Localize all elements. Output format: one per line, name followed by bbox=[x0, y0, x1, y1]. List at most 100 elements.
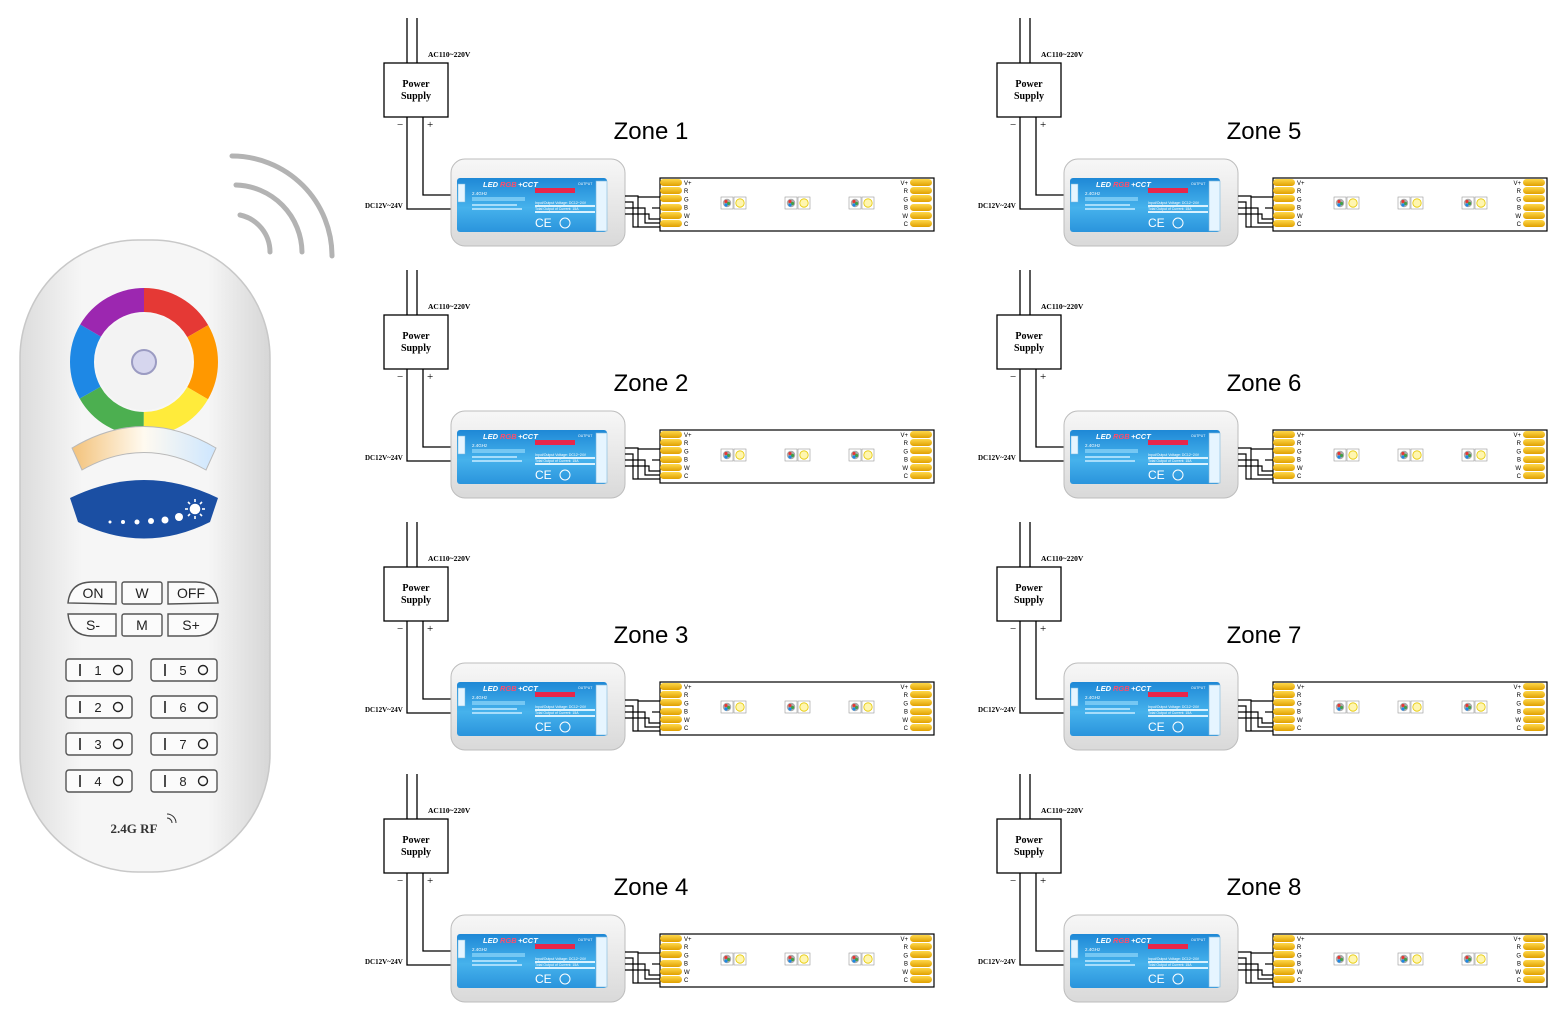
power-supply-label: Supply bbox=[1014, 847, 1044, 858]
zone-key-8[interactable]: 8 bbox=[150, 769, 218, 793]
strip-pin-label: B bbox=[1297, 710, 1301, 716]
strip-pin-label: B bbox=[1297, 206, 1301, 212]
speed-down-button[interactable]: S- bbox=[67, 613, 117, 637]
strip-pin-label: G bbox=[684, 449, 689, 455]
negative-terminal-label: − bbox=[397, 371, 403, 383]
strip-pin-label: W bbox=[1297, 214, 1303, 220]
color-temperature-slider[interactable] bbox=[71, 426, 217, 471]
power-supply-label: Supply bbox=[401, 91, 431, 102]
strip-pin-label: G bbox=[684, 197, 689, 203]
zone-title: Zone 4 bbox=[614, 874, 689, 901]
controller-frequency: 2.4GHz bbox=[472, 443, 488, 448]
off-circle-icon bbox=[112, 701, 124, 713]
zone-key-4[interactable]: 4 bbox=[65, 769, 133, 793]
strip-pin-label: V+ bbox=[900, 433, 908, 439]
zone-key-3[interactable]: 3 bbox=[65, 732, 133, 756]
dc-output-label: DC12V~24V bbox=[365, 706, 403, 714]
mode-button[interactable]: M bbox=[121, 613, 163, 637]
zone-key-label: 4 bbox=[94, 774, 101, 789]
strip-pin-label: R bbox=[1517, 189, 1522, 195]
strip-pin-label: G bbox=[684, 953, 689, 959]
zone-title: Zone 1 bbox=[614, 118, 689, 145]
strip-pin-label: C bbox=[904, 474, 909, 480]
controller-logo: +CCT bbox=[1131, 180, 1152, 189]
positive-terminal-label: + bbox=[427, 623, 433, 635]
ac-input-label: AC110~220V bbox=[1041, 302, 1084, 311]
w-button-label: W bbox=[135, 585, 149, 601]
zone-key-2[interactable]: 2 bbox=[65, 695, 133, 719]
strip-pin-label: C bbox=[1517, 978, 1522, 984]
strip-pin-label: V+ bbox=[900, 937, 908, 943]
strip-pin-label: W bbox=[902, 466, 908, 472]
strip-pin-label: R bbox=[684, 441, 689, 447]
negative-terminal-label: − bbox=[1010, 119, 1016, 131]
controller-logo: +CCT bbox=[518, 684, 539, 693]
ac-input-label: AC110~220V bbox=[1041, 554, 1084, 563]
speed-up-button[interactable]: S+ bbox=[167, 613, 219, 637]
strip-pin-label: R bbox=[904, 441, 909, 447]
signal-waves-icon bbox=[229, 153, 335, 259]
strip-pin-label: G bbox=[903, 953, 908, 959]
controller-logo: LED bbox=[1096, 432, 1112, 441]
strip-pin-label: V+ bbox=[684, 937, 692, 943]
strip-pin-label: C bbox=[1517, 726, 1522, 732]
strip-pin-label: B bbox=[684, 458, 688, 464]
strip-pin-label: C bbox=[904, 726, 909, 732]
strip-pin-label: G bbox=[1516, 449, 1521, 455]
zone-key-label: 6 bbox=[179, 700, 186, 715]
controller-voltage: Input/Output Voltage: DC12~24V bbox=[535, 705, 587, 709]
strip-pin-label: G bbox=[903, 197, 908, 203]
color-wheel[interactable] bbox=[70, 288, 218, 436]
strip-pin-label: W bbox=[684, 466, 690, 472]
controller-current: Total Output of Current: 15A bbox=[1148, 963, 1192, 967]
controller-output-label: OUTPUT bbox=[578, 434, 593, 438]
zone-key-label: 2 bbox=[94, 700, 101, 715]
zone-key-7[interactable]: 7 bbox=[150, 732, 218, 756]
strip-pin-label: R bbox=[684, 693, 689, 699]
power-supply-label: Power bbox=[1015, 583, 1043, 594]
strip-pin-label: C bbox=[684, 222, 689, 228]
controller-current: Total Output of Current: 15A bbox=[1148, 711, 1192, 715]
off-button[interactable]: OFF bbox=[167, 581, 219, 605]
strip-pin-label: R bbox=[1517, 441, 1522, 447]
ce-mark: CE bbox=[535, 972, 552, 986]
ac-input-label: AC110~220V bbox=[428, 806, 471, 815]
ac-input-label: AC110~220V bbox=[1041, 806, 1084, 815]
strip-pin-label: B bbox=[684, 710, 688, 716]
dc-output-label: DC12V~24V bbox=[365, 958, 403, 966]
strip-pin-label: C bbox=[1297, 978, 1302, 984]
power-supply-label: Power bbox=[1015, 331, 1043, 342]
strip-pin-label: B bbox=[684, 962, 688, 968]
controller-logo: LED bbox=[1096, 936, 1112, 945]
w-button[interactable]: W bbox=[121, 581, 163, 605]
strip-pin-label: G bbox=[1516, 701, 1521, 707]
strip-pin-label: W bbox=[1515, 718, 1521, 724]
power-supply-label: Power bbox=[1015, 79, 1043, 90]
remote-brand: 2.4G RF bbox=[111, 821, 158, 836]
strip-pin-label: R bbox=[1297, 945, 1302, 951]
zone-key-1[interactable]: 1 bbox=[65, 658, 133, 682]
strip-pin-label: W bbox=[684, 214, 690, 220]
zone-key-5[interactable]: 5 bbox=[150, 658, 218, 682]
controller-frequency: 2.4GHz bbox=[1085, 443, 1101, 448]
negative-terminal-label: − bbox=[1010, 371, 1016, 383]
controller-voltage: Input/Output Voltage: DC12~24V bbox=[535, 957, 587, 961]
on-button[interactable]: ON bbox=[67, 581, 117, 605]
ac-input-label: AC110~220V bbox=[428, 302, 471, 311]
zone-key-6[interactable]: 6 bbox=[150, 695, 218, 719]
brightness-slider[interactable] bbox=[70, 480, 218, 539]
strip-pin-label: G bbox=[1516, 197, 1521, 203]
zone-key-label: 7 bbox=[179, 737, 186, 752]
power-supply-label: Power bbox=[402, 331, 430, 342]
controller-logo: RGB bbox=[1113, 936, 1130, 945]
controller-output-label: OUTPUT bbox=[578, 182, 593, 186]
ce-mark: CE bbox=[1148, 216, 1165, 230]
controller-voltage: Input/Output Voltage: DC12~24V bbox=[1148, 201, 1200, 205]
controller-current: Total Output of Current: 15A bbox=[535, 459, 579, 463]
